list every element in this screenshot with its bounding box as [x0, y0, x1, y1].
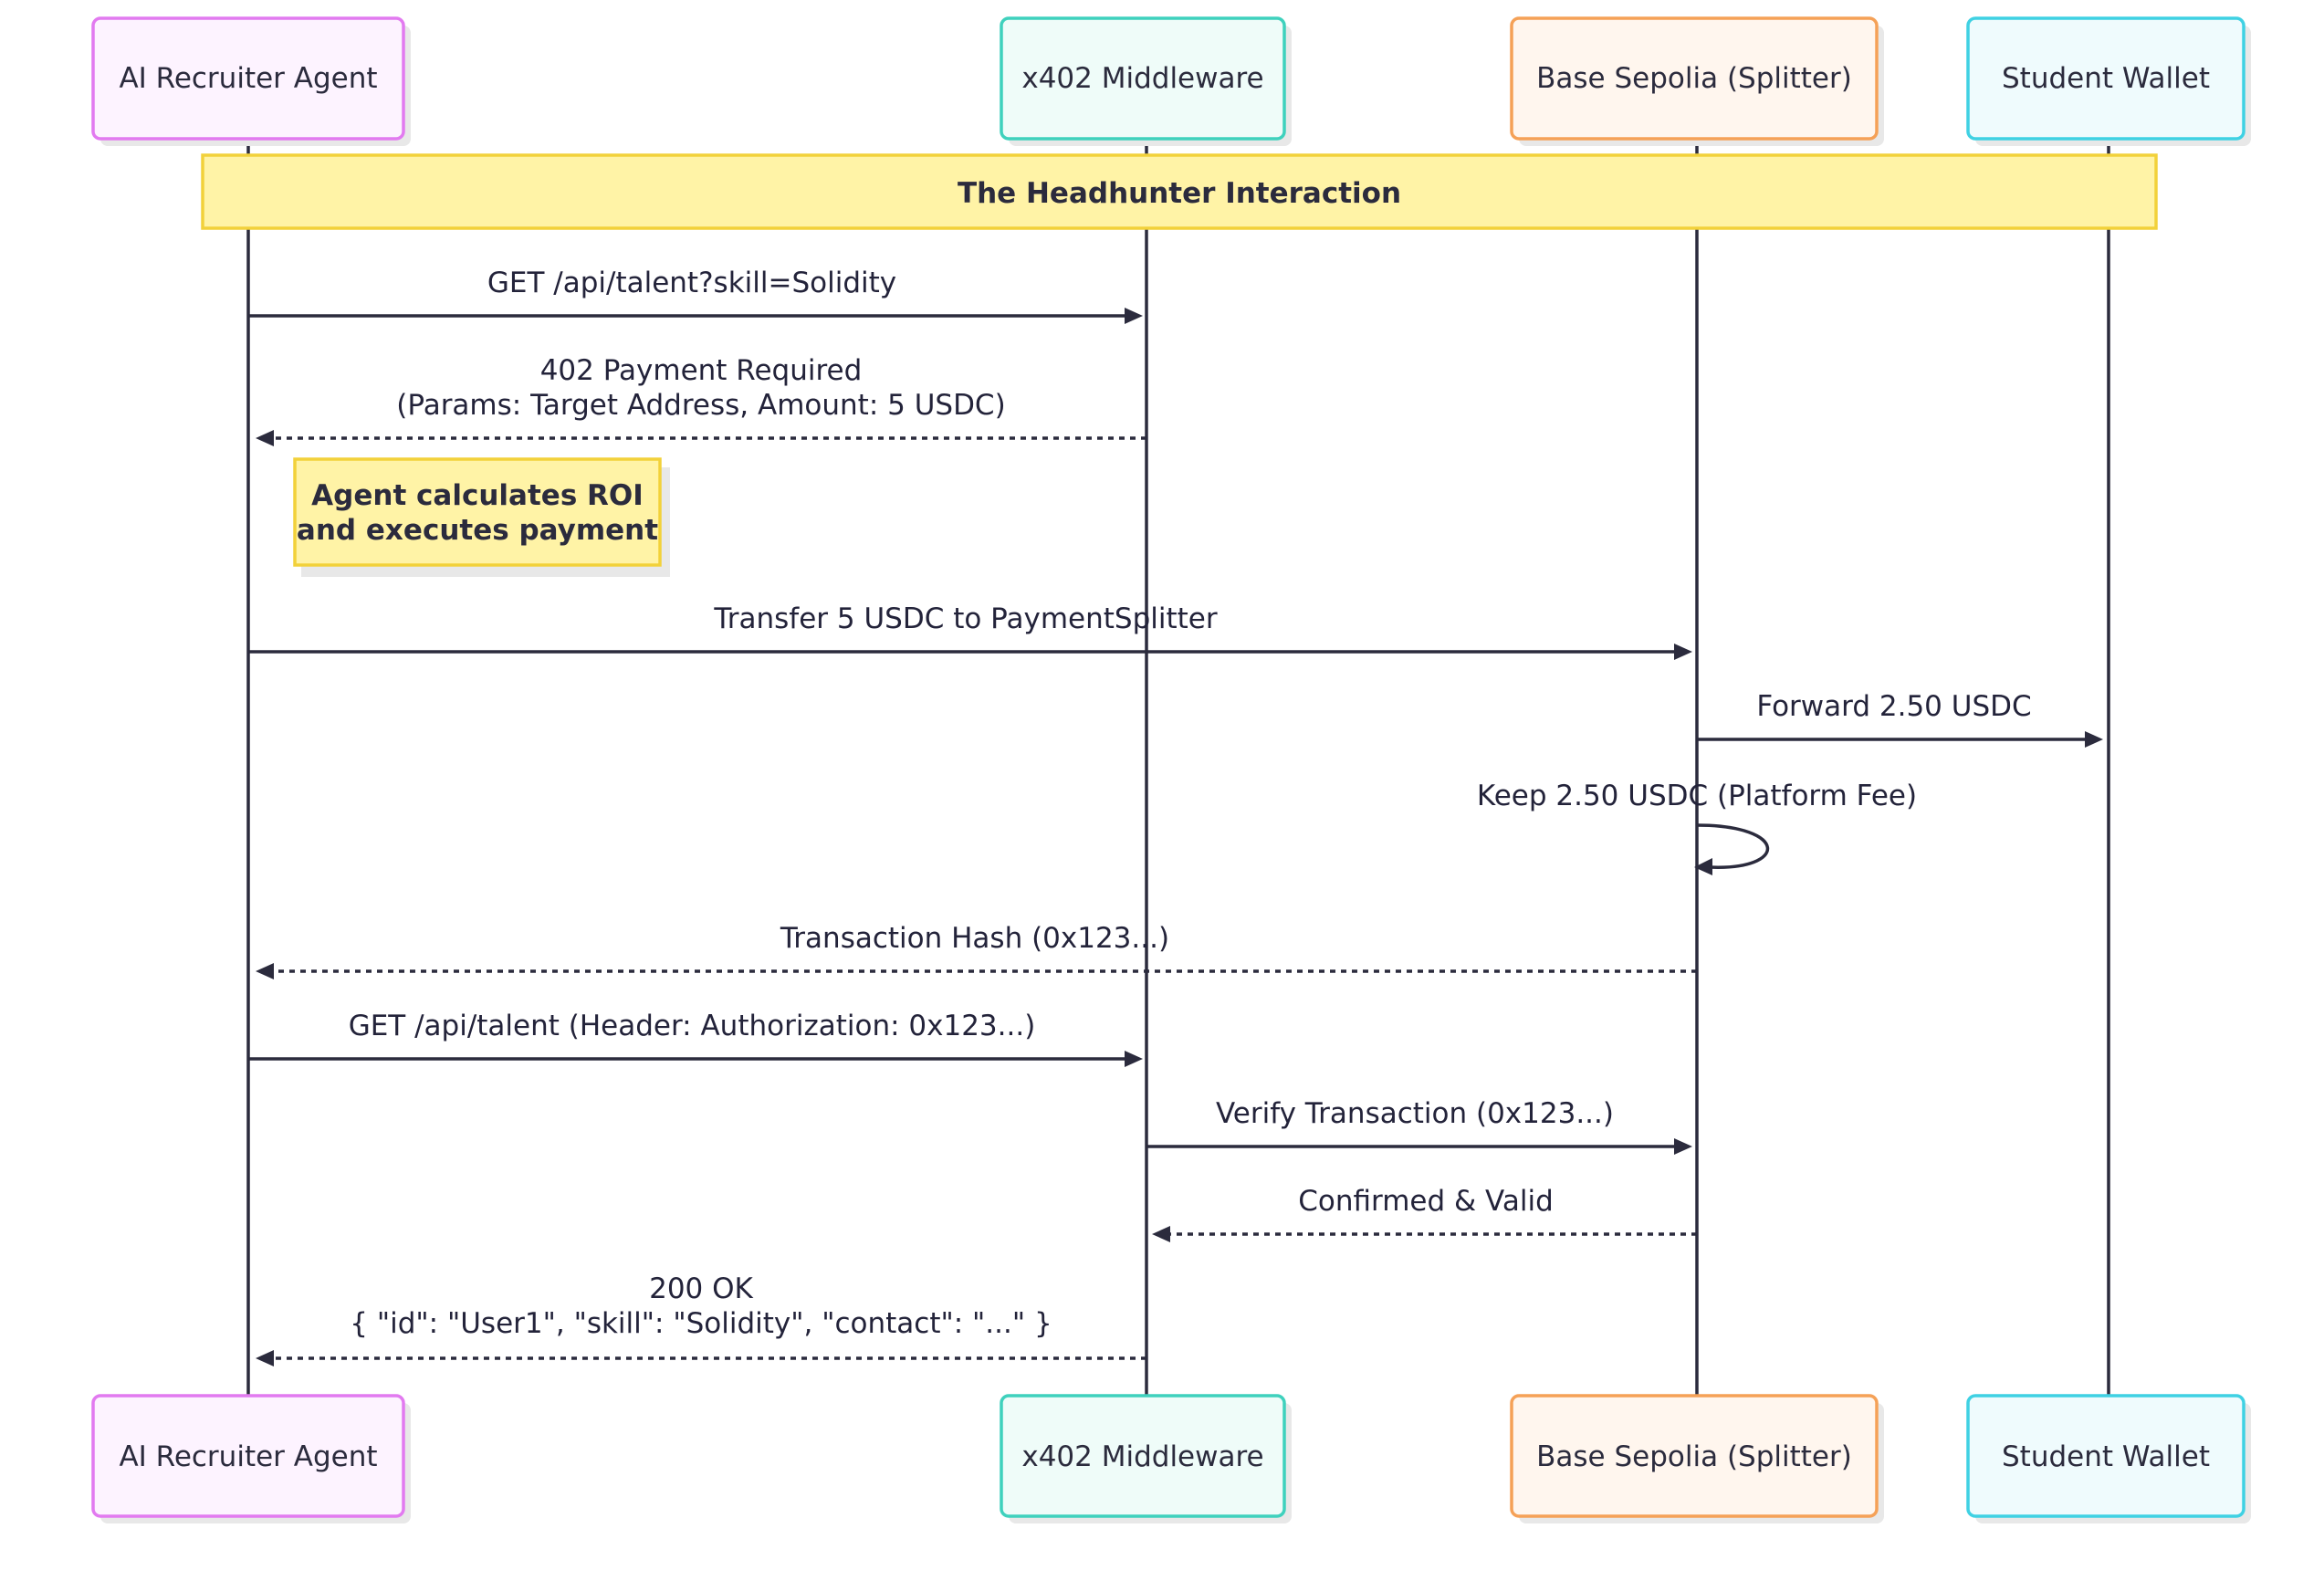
interaction-banner: The Headhunter Interaction	[201, 153, 2158, 230]
arrowhead	[1152, 1226, 1170, 1242]
note: Agent calculates ROI and executes paymen…	[293, 457, 670, 577]
participant-wallet: Student Wallet	[1966, 1394, 2251, 1523]
participant-label: Student Wallet	[2002, 62, 2210, 95]
arrowhead	[256, 1350, 274, 1366]
message-keep-fee: Keep 2.50 USDC (Platform Fee)	[1477, 780, 1917, 875]
message-label: GET /api/talent?skill=Solidity	[487, 267, 896, 299]
participant-agent: AI Recruiter Agent	[91, 16, 411, 146]
arrowhead	[1125, 1051, 1143, 1067]
participant-label: Student Wallet	[2002, 1440, 2210, 1473]
message-get-with-auth: GET /api/talent (Header: Authorization: …	[248, 1010, 1143, 1067]
banner-title: The Headhunter Interaction	[958, 177, 1401, 210]
message-label: Keep 2.50 USDC (Platform Fee)	[1477, 780, 1917, 812]
arrowhead	[1674, 1138, 1692, 1155]
message-label: Verify Transaction (0x123...)	[1216, 1097, 1614, 1130]
participant-label: Base Sepolia (Splitter)	[1536, 1440, 1852, 1473]
arrowhead	[256, 430, 274, 446]
lifelines	[246, 139, 2110, 1397]
arrowhead	[1674, 644, 1692, 660]
message-transfer: Transfer 5 USDC to PaymentSplitter	[248, 602, 1692, 660]
participant-middleware: x402 Middleware	[1000, 16, 1292, 146]
message-verify: Verify Transaction (0x123...)	[1146, 1097, 1692, 1155]
participant-middleware: x402 Middleware	[1000, 1394, 1292, 1523]
participant-label: Base Sepolia (Splitter)	[1536, 62, 1852, 95]
arrowhead	[1694, 858, 1712, 875]
participants-top: AI Recruiter Agent x402 Middleware Base …	[91, 16, 2251, 146]
message-payment-required: 402 Payment Required (Params: Target Add…	[256, 354, 1146, 446]
participant-label: AI Recruiter Agent	[119, 62, 377, 95]
arrowhead	[2085, 731, 2103, 748]
participant-splitter: Base Sepolia (Splitter)	[1510, 16, 1884, 146]
message-label: 402 Payment Required	[540, 354, 863, 387]
message-label: (Params: Target Address, Amount: 5 USDC)	[396, 389, 1005, 422]
message-label: Confirmed & Valid	[1298, 1185, 1554, 1218]
message-label: 200 OK	[649, 1272, 753, 1305]
arrowhead	[1125, 308, 1143, 324]
messages: GET /api/talent?skill=Solidity 402 Payme…	[248, 267, 2103, 1366]
message-label: { "id": "User1", "skill": "Solidity", "c…	[350, 1307, 1052, 1340]
message-label: Forward 2.50 USDC	[1756, 690, 2031, 723]
participant-agent: AI Recruiter Agent	[91, 1394, 411, 1523]
participants-bottom: AI Recruiter Agent x402 Middleware Base …	[91, 1394, 2251, 1523]
participant-label: x402 Middleware	[1021, 1440, 1263, 1473]
arrowhead	[256, 963, 274, 979]
note-line-2: and executes payment	[297, 514, 658, 547]
message-forward: Forward 2.50 USDC	[1697, 690, 2103, 748]
participant-wallet: Student Wallet	[1966, 16, 2251, 146]
message-label: Transaction Hash (0x123...)	[780, 922, 1169, 955]
message-label: GET /api/talent (Header: Authorization: …	[349, 1010, 1036, 1042]
message-get-talent: GET /api/talent?skill=Solidity	[248, 267, 1143, 324]
note-line-1: Agent calculates ROI	[311, 479, 644, 512]
participant-splitter: Base Sepolia (Splitter)	[1510, 1394, 1884, 1523]
participant-label: AI Recruiter Agent	[119, 1440, 377, 1473]
message-label: Transfer 5 USDC to PaymentSplitter	[713, 602, 1217, 635]
participant-label: x402 Middleware	[1021, 62, 1263, 95]
message-tx-hash: Transaction Hash (0x123...)	[256, 922, 1697, 979]
message-confirmed: Confirmed & Valid	[1152, 1185, 1697, 1242]
message-200-ok: 200 OK { "id": "User1", "skill": "Solidi…	[256, 1272, 1146, 1366]
